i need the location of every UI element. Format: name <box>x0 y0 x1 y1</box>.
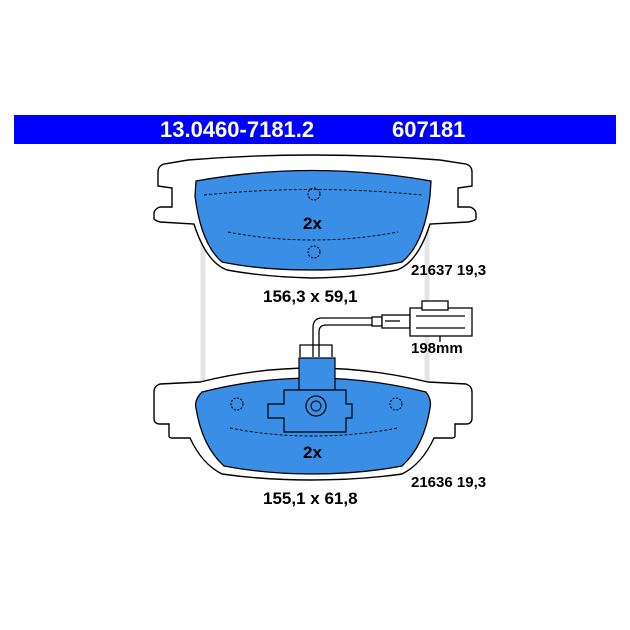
top-pad-hole-lower <box>307 245 321 259</box>
top-pad-friction-material <box>194 169 432 271</box>
wear-sensor <box>299 300 473 357</box>
top-pad-code: 21637 19,3 <box>411 262 487 279</box>
bottom-pad-sensor-boss <box>298 357 336 391</box>
reference-number: 607181 <box>392 117 466 142</box>
header-bar: 13.0460-7181.2 607181 <box>14 115 616 144</box>
bottom-pad-code: 21636 19,3 <box>411 474 487 491</box>
bottom-pad-hole-left <box>230 397 244 411</box>
sensor-length: 198mm <box>411 340 463 357</box>
top-pad-chamfer-line <box>203 189 423 196</box>
bottom-pad-quantity: 2x <box>303 443 322 462</box>
bottom-pad <box>153 357 473 481</box>
part-number: 13.0460-7181.2 <box>160 117 315 142</box>
top-pad-dimensions: 156,3 x 59,1 <box>263 287 358 306</box>
top-pad-hole-upper <box>307 187 321 201</box>
bottom-pad-hole-right <box>389 397 403 411</box>
top-pad-quantity: 2x <box>303 214 322 233</box>
bottom-pad-dimensions: 155,1 x 61,8 <box>263 489 358 508</box>
sensor-connector <box>409 307 473 337</box>
sensor-wire <box>312 317 372 357</box>
top-pad <box>153 154 477 279</box>
bottom-pad-center-hole <box>305 395 327 417</box>
